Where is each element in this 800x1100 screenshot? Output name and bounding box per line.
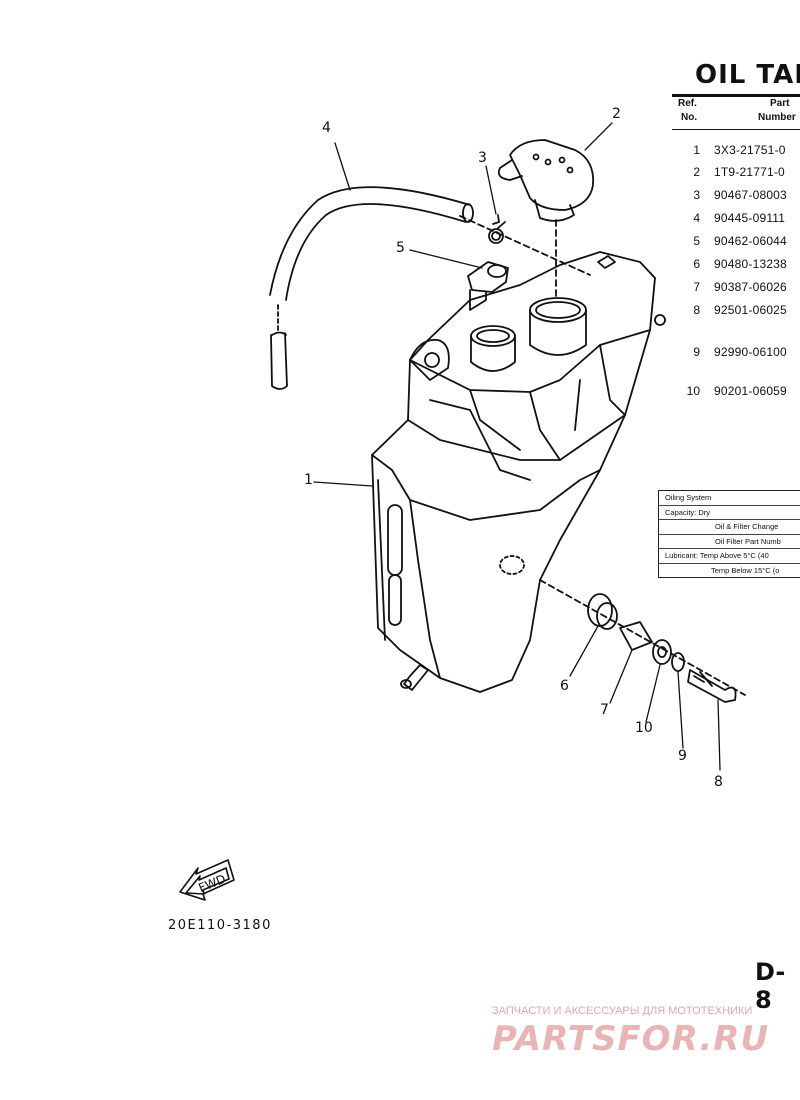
spec-row: Lubricant: Temp Above 5°C (40 bbox=[659, 549, 800, 564]
diagram-code: 20E110-3180 bbox=[168, 918, 272, 933]
header-part-line2: Number bbox=[758, 112, 796, 123]
callout-5: 5 bbox=[396, 240, 405, 256]
part-ref: 3 bbox=[693, 188, 700, 202]
part-ref: 2 bbox=[693, 165, 700, 179]
part-ref: 9 bbox=[693, 345, 700, 359]
watermark-tagline: ЗАПЧАСТИ И АКСЕССУАРЫ ДЛЯ МОТОТЕХНИКИ bbox=[492, 1005, 753, 1017]
part-ref: 6 bbox=[693, 257, 700, 271]
hose-holder bbox=[467, 261, 509, 311]
header-rule bbox=[672, 129, 800, 130]
part-ref: 4 bbox=[693, 211, 700, 225]
callout-8: 8 bbox=[714, 774, 723, 790]
title-underline bbox=[672, 94, 800, 97]
part-ref: 10 bbox=[686, 384, 700, 398]
callout-9: 9 bbox=[678, 748, 687, 764]
parts-row: 8 92501-06025 bbox=[680, 302, 787, 318]
callout-1: 1 bbox=[304, 472, 313, 488]
spec-row: Oil & Filter Change bbox=[659, 520, 800, 535]
part-ref: 7 bbox=[693, 280, 700, 294]
part-number: 1T9-21771-0 bbox=[714, 165, 785, 179]
spec-row: Oiling System bbox=[659, 491, 800, 506]
part-number: 90462-06044 bbox=[714, 234, 787, 248]
parts-row: 9 92990-06100 bbox=[680, 344, 787, 360]
part-number: 90201-06059 bbox=[714, 384, 787, 398]
parts-row: 3 90467-08003 bbox=[680, 187, 787, 203]
callout-2: 2 bbox=[612, 106, 621, 122]
part-number: 90445-09111 bbox=[714, 211, 786, 225]
callout-4: 4 bbox=[322, 120, 331, 136]
part-ref: 8 bbox=[693, 303, 700, 317]
parts-row: 1 3X3-21751-0 bbox=[680, 142, 786, 158]
parts-row: 5 90462-06044 bbox=[680, 233, 787, 249]
callout-leaders bbox=[313, 122, 721, 771]
watermark-logo-text: PARTSFOR.RU bbox=[492, 1020, 769, 1059]
part-number: 3X3-21751-0 bbox=[714, 143, 786, 157]
mounting-hardware bbox=[539, 579, 746, 703]
oil-tank-body bbox=[371, 251, 666, 693]
header-ref-line2: No. bbox=[681, 112, 698, 123]
spec-row: Temp Below 15°C (o bbox=[711, 565, 780, 575]
parts-row: 4 90445-09111 bbox=[680, 210, 785, 226]
parts-row: 7 90387-06026 bbox=[680, 279, 787, 295]
fwd-arrow-icon: FWD bbox=[179, 859, 235, 901]
page-title: OIL TAN bbox=[695, 60, 800, 90]
parts-row: 6 90480-13238 bbox=[680, 256, 787, 272]
hose-clip bbox=[488, 214, 506, 244]
callout-7: 7 bbox=[600, 702, 609, 718]
header-part-line1: Part bbox=[770, 98, 790, 109]
parts-row: 10 90201-06059 bbox=[680, 383, 787, 399]
spec-row: Oil Filter Part Numb bbox=[659, 535, 800, 549]
oil-tank-cap bbox=[497, 139, 595, 301]
part-number: 90480-13238 bbox=[714, 257, 787, 271]
part-number: 90387-06026 bbox=[714, 280, 787, 294]
callout-10: 10 bbox=[635, 720, 653, 736]
breather-hose bbox=[269, 186, 591, 390]
oiling-spec-table: Oiling System Capacity: Dry Oil & Filter… bbox=[658, 490, 800, 578]
spec-row: Capacity: Dry bbox=[659, 506, 800, 520]
part-ref: 5 bbox=[693, 234, 700, 248]
watermark-logo: PARTSFOR.RU bbox=[492, 1020, 769, 1059]
page-number: D-8 bbox=[755, 958, 786, 1014]
part-number: 90467-08003 bbox=[714, 188, 787, 202]
header-ref-line1: Ref. bbox=[678, 98, 697, 109]
fwd-label: FWD bbox=[196, 872, 227, 895]
parts-row: 2 1T9-21771-0 bbox=[680, 164, 785, 180]
part-ref: 1 bbox=[693, 143, 700, 157]
part-number: 92990-06100 bbox=[714, 345, 787, 359]
callout-6: 6 bbox=[560, 678, 569, 694]
callout-3: 3 bbox=[478, 150, 487, 166]
part-number: 92501-06025 bbox=[714, 303, 787, 317]
